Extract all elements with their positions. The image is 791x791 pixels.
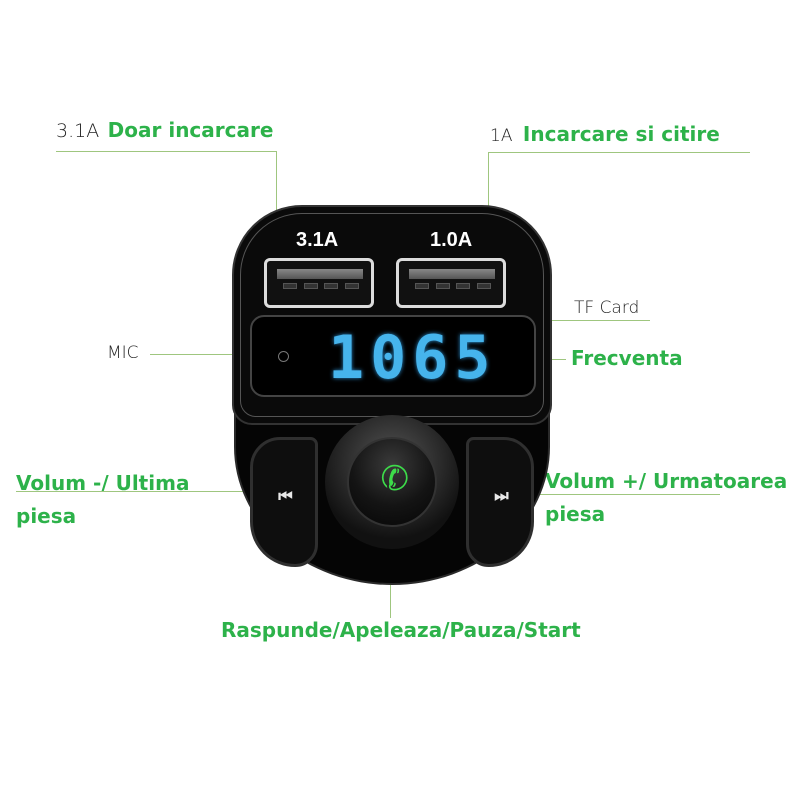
label-volume-up-line1: Volum +/ Urmatoarea [545, 469, 788, 493]
label-usb-right: 1A Incarcare si citire [490, 122, 720, 146]
mic-hole-icon [278, 351, 289, 362]
frequency-value: 1065 [328, 323, 497, 393]
label-volume-up: Volum +/ Urmatoarea piesa [545, 465, 787, 531]
callout-line-usb-left-v [276, 151, 277, 261]
label-usb-left-spec: 3.1A [56, 120, 100, 142]
label-mic: MIC [107, 343, 139, 363]
next-track-icon: ⏭ [494, 488, 508, 505]
frequency-display: 1065 [250, 315, 536, 397]
label-volume-down-line1: Volum -/ Ultima [16, 471, 190, 495]
usb-tongue [277, 269, 363, 279]
callout-line-volume-up [515, 494, 720, 495]
usb-port-right[interactable] [396, 258, 506, 308]
label-usb-right-desc: Incarcare si citire [522, 122, 720, 146]
usb-pins [415, 283, 491, 289]
label-usb-left: 3.1A Doar incarcare [56, 118, 273, 142]
usb-port-left[interactable] [264, 258, 374, 308]
callout-line-mic [150, 354, 258, 355]
label-usb-left-desc: Doar incarcare [107, 118, 274, 142]
usb-port-right-label: 1.0A [430, 229, 473, 251]
callout-line-tf-card [545, 320, 650, 321]
usb-tongue [409, 269, 495, 279]
label-volume-down: Volum -/ Ultima piesa [16, 467, 189, 533]
fm-transmitter-device: 3.1A 1.0A 1065 ⏮ ⏭ ✆ [232, 205, 552, 585]
call-button[interactable]: ✆ [347, 437, 437, 527]
label-usb-right-spec: 1A [490, 126, 513, 146]
label-volume-down-line2: piesa [16, 504, 77, 528]
phone-icon: ✆ [377, 457, 413, 501]
label-tf-card: TF Card [574, 298, 640, 318]
previous-track-icon: ⏮ [278, 488, 292, 505]
previous-track-button[interactable]: ⏮ [250, 437, 318, 567]
usb-port-left-label: 3.1A [296, 229, 339, 251]
label-volume-up-line2: piesa [545, 502, 606, 526]
label-frequency: Frecventa [571, 346, 683, 370]
multifunction-knob[interactable]: ✆ [325, 415, 459, 549]
callout-line-usb-right-h [488, 152, 750, 153]
label-center-button: Raspunde/Apeleaza/Pauza/Start [221, 618, 581, 642]
usb-pins [283, 283, 359, 289]
callout-line-volume-down [16, 491, 248, 492]
callout-line-usb-left-h [56, 151, 276, 152]
next-track-button[interactable]: ⏭ [466, 437, 534, 567]
